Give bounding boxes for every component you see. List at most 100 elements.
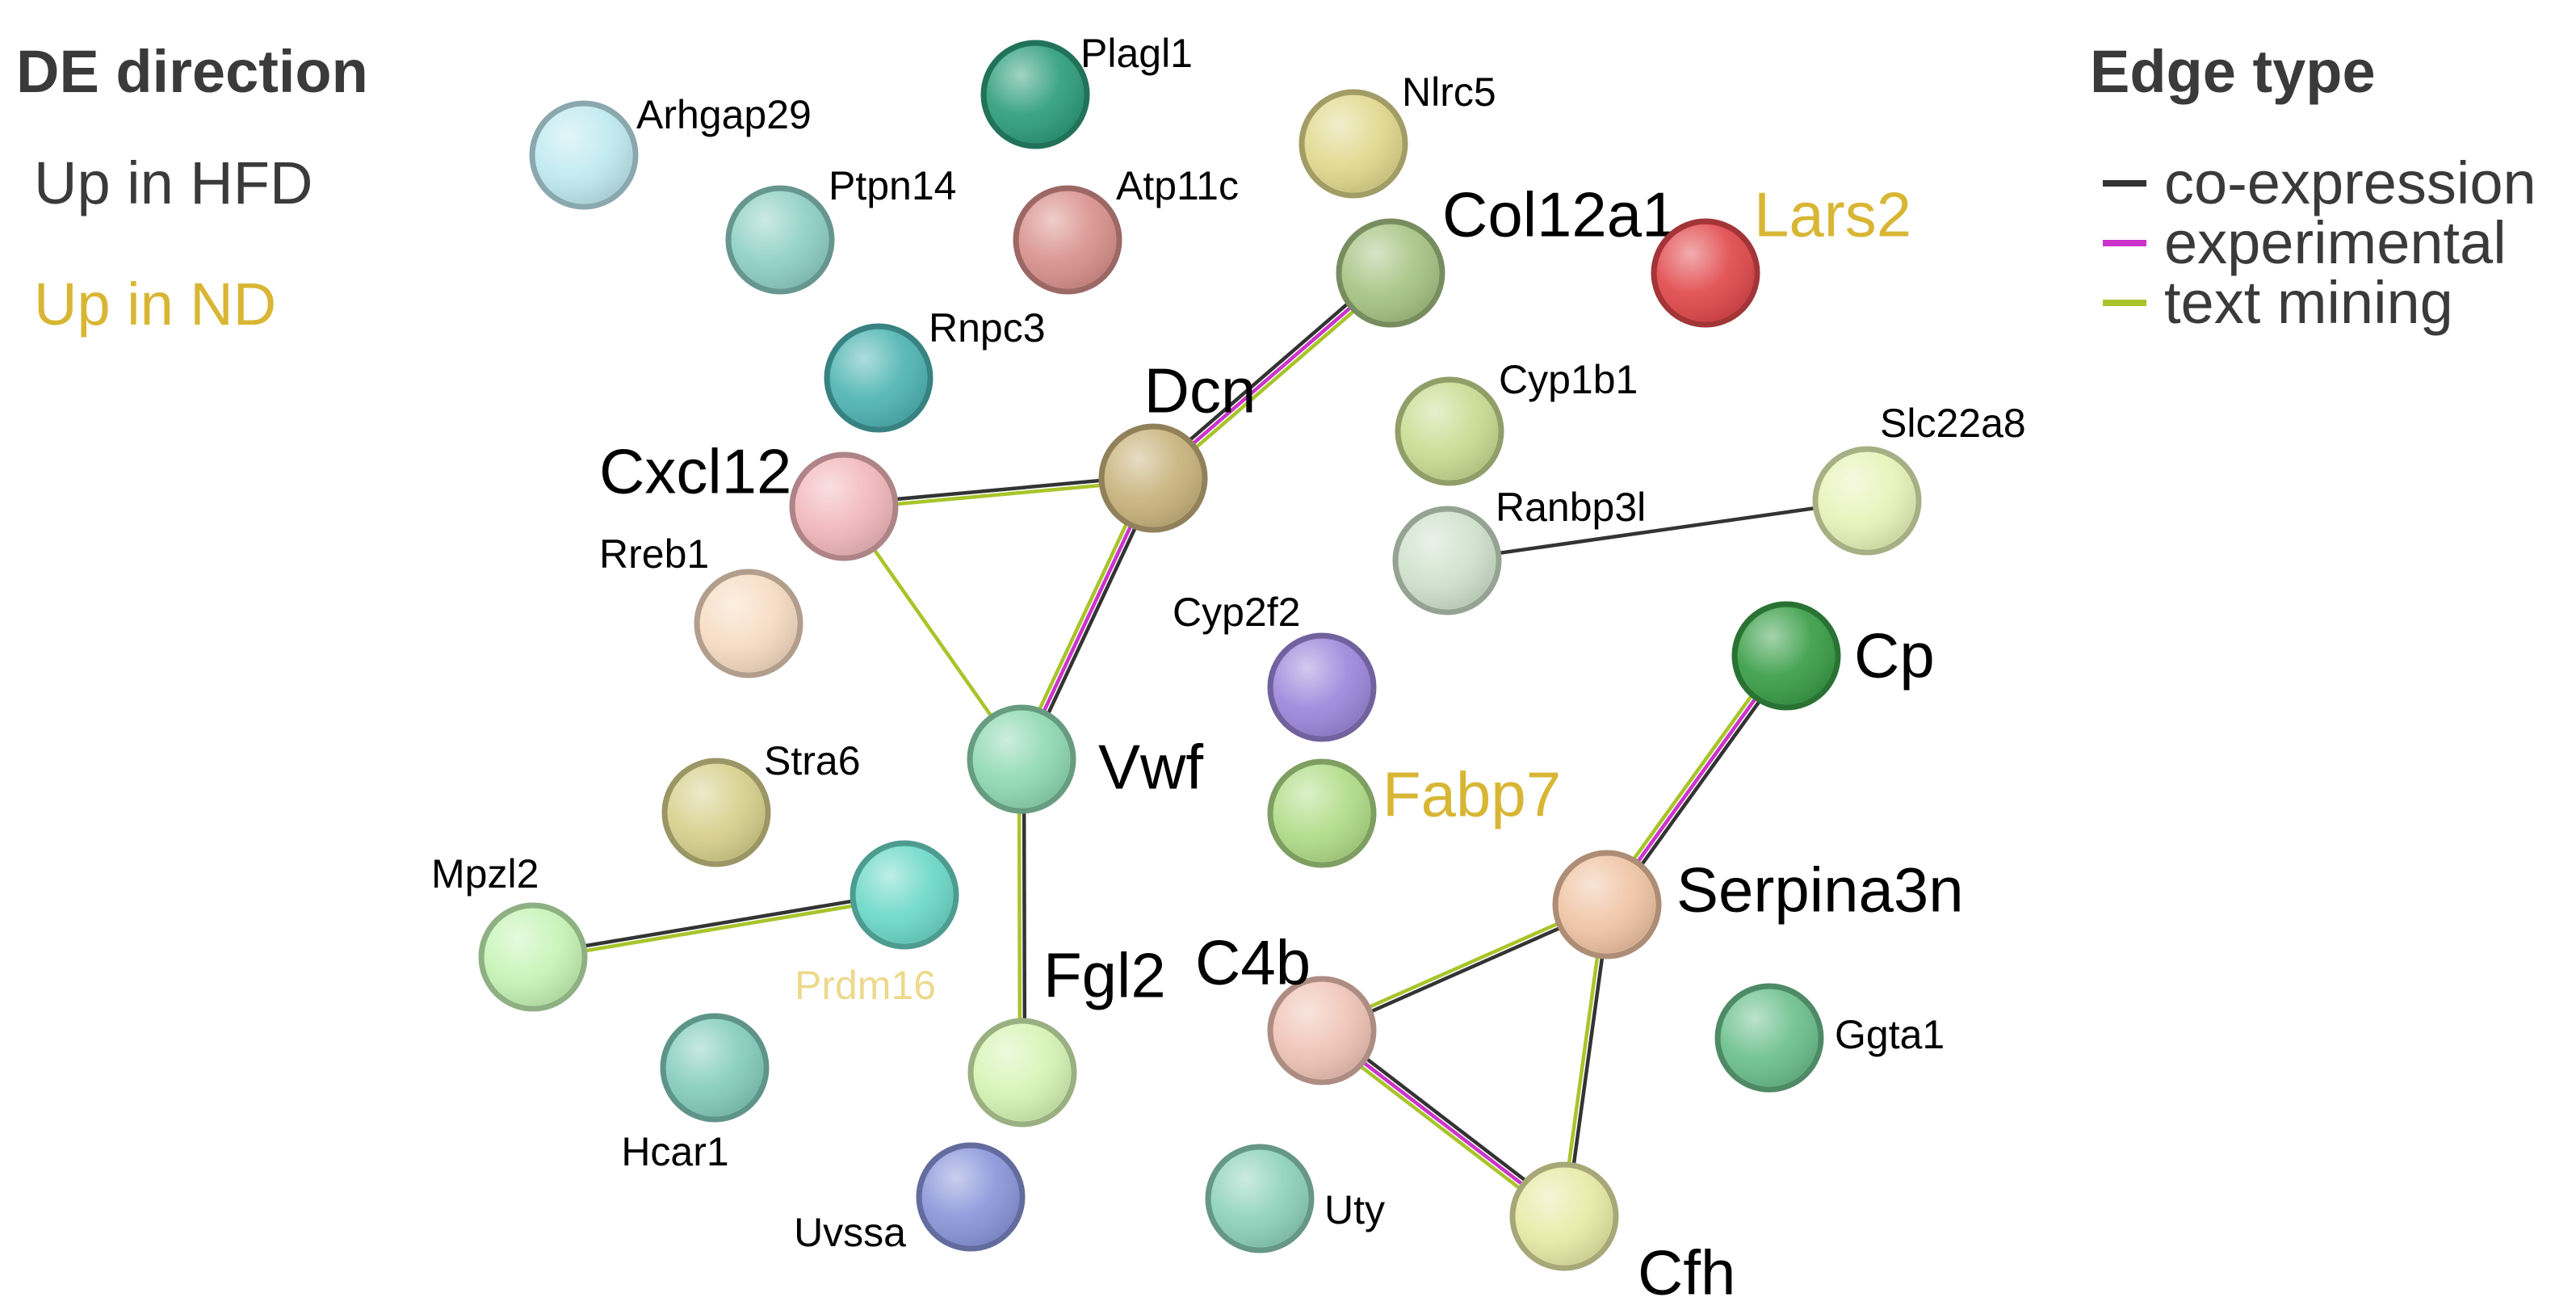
node-label: Fgl2 [1043, 940, 1166, 1011]
node-label: Cfh [1638, 1237, 1735, 1308]
node-label: Vwf [1098, 732, 1203, 803]
node-gloss [1401, 383, 1498, 480]
node-gloss [700, 575, 797, 672]
edge-mpzl2-prdm16-co-expression [532, 890, 904, 957]
node-gloss [1305, 95, 1402, 192]
node-uty[interactable]: Uty [1205, 1144, 1385, 1253]
node-gloss [1273, 765, 1370, 862]
node-label: Slc22a8 [1880, 401, 2026, 446]
node-gloss [1657, 225, 1754, 321]
node-prdm16[interactable]: Prdm16 [795, 840, 959, 1008]
de-direction-legend: DE direction Up in HFD Up in ND [16, 37, 368, 338]
node-cyp2f2[interactable]: Cyp2f2 [1173, 590, 1377, 742]
node-gloss [795, 458, 892, 555]
node-gloss [1399, 512, 1496, 609]
node-gloss [856, 846, 953, 943]
node-cxcl12[interactable]: Cxcl12 [599, 436, 899, 561]
node-label: Ggta1 [1835, 1012, 1945, 1057]
node-cfh[interactable]: Cfh [1509, 1161, 1735, 1308]
node-mpzl2[interactable]: Mpzl2 [431, 851, 588, 1012]
node-label: Stra6 [764, 738, 861, 783]
node-gloss [1516, 1168, 1613, 1265]
node-ggta1[interactable]: Ggta1 [1714, 983, 1945, 1093]
node-label: Atp11c [1116, 163, 1239, 208]
node-gloss [922, 1148, 1019, 1245]
node-label: Cyp1b1 [1499, 357, 1638, 402]
edge-type-title: Edge type [2090, 38, 2376, 105]
node-label: Cyp2f2 [1173, 590, 1300, 635]
node-serpina3n[interactable]: Serpina3n [1552, 850, 1964, 959]
node-label: Uvssa [794, 1210, 906, 1255]
node-label: Serpina3n [1676, 854, 1964, 926]
legend-edge-experimental: experimental [2103, 208, 2507, 277]
node-uvssa[interactable]: Uvssa [794, 1142, 1026, 1255]
node-fgl2[interactable]: Fgl2 [967, 940, 1166, 1127]
node-label: Dcn [1144, 355, 1257, 426]
node-ptpn14[interactable]: Ptpn14 [725, 163, 956, 295]
node-label: Rreb1 [599, 531, 709, 577]
node-gloss [974, 1024, 1071, 1121]
node-label: C4b [1195, 927, 1311, 998]
node-label: Rnpc3 [929, 305, 1046, 351]
node-c4b[interactable]: C4b [1195, 927, 1377, 1085]
node-plagl1[interactable]: Plagl1 [980, 31, 1193, 149]
node-gloss [1721, 989, 1818, 1086]
node-gloss [1273, 639, 1370, 736]
node-vwf[interactable]: Vwf [967, 704, 1203, 814]
node-arhgap29[interactable]: Arhgap29 [529, 92, 812, 210]
node-lars2[interactable]: Lars2 [1651, 179, 1911, 328]
node-fabp7[interactable]: Fabp7 [1267, 758, 1561, 868]
node-gloss [535, 107, 632, 204]
node-label: Ptpn14 [829, 163, 956, 208]
node-gloss [485, 909, 581, 1006]
node-rreb1[interactable]: Rreb1 [599, 531, 803, 678]
node-hcar1[interactable]: Hcar1 [621, 1013, 770, 1174]
edge-ranbp3l-slc22a8-co-expression [1446, 498, 1868, 563]
legend-edge-label: text mining [2164, 269, 2453, 336]
node-label: Cp [1854, 620, 1935, 691]
node-cyp1b1[interactable]: Cyp1b1 [1395, 357, 1638, 486]
node-cp[interactable]: Cp [1731, 601, 1935, 711]
edge-type-legend: Edge type co-expression experimental tex… [2090, 37, 2536, 336]
node-atp11c[interactable]: Atp11c [1013, 163, 1239, 295]
legend-edge-label: co-expression [2164, 149, 2536, 216]
node-ranbp3l[interactable]: Ranbp3l [1392, 485, 1646, 615]
legend-edge-label: experimental [2164, 209, 2507, 276]
node-gloss [1738, 607, 1835, 704]
node-col12a1[interactable]: Col12a1 [1336, 179, 1677, 328]
node-dcn[interactable]: Dcn [1098, 355, 1257, 533]
node-nlrc5[interactable]: Nlrc5 [1298, 69, 1496, 199]
node-label: Fabp7 [1382, 759, 1561, 830]
node-label: Arhgap29 [636, 92, 812, 137]
node-gloss [1019, 191, 1116, 288]
node-stra6[interactable]: Stra6 [661, 738, 861, 867]
edge-mpzl2-prdm16-text-mining [533, 895, 905, 962]
node-label: Mpzl2 [431, 851, 539, 896]
node-gloss [1559, 856, 1655, 953]
node-label: Cxcl12 [599, 436, 791, 507]
co-expression-swatch [2103, 179, 2146, 187]
node-label: Hcar1 [621, 1129, 728, 1174]
de-direction-title: DE direction [16, 38, 368, 105]
node-gloss [1211, 1150, 1308, 1247]
node-label: Col12a1 [1442, 179, 1677, 250]
node-gloss [1105, 430, 1202, 527]
node-slc22a8[interactable]: Slc22a8 [1812, 401, 2026, 556]
node-gloss [1342, 225, 1439, 321]
node-gloss [732, 191, 829, 288]
legend-edge-co-expression: co-expression [2103, 149, 2536, 217]
node-gloss [1273, 982, 1370, 1079]
legend-up-in-hfd: Up in HFD [34, 149, 313, 216]
node-gloss [830, 330, 927, 426]
experimental-swatch [2103, 239, 2146, 246]
node-gloss [987, 46, 1084, 143]
legend-up-in-nd: Up in ND [34, 271, 277, 338]
node-gloss [1819, 452, 1915, 549]
node-label: Prdm16 [795, 963, 936, 1008]
node-rnpc3[interactable]: Rnpc3 [824, 305, 1046, 433]
legend-edge-text-mining: text mining [2103, 268, 2453, 337]
text-mining-swatch [2103, 299, 2146, 306]
node-label: Uty [1324, 1187, 1385, 1232]
